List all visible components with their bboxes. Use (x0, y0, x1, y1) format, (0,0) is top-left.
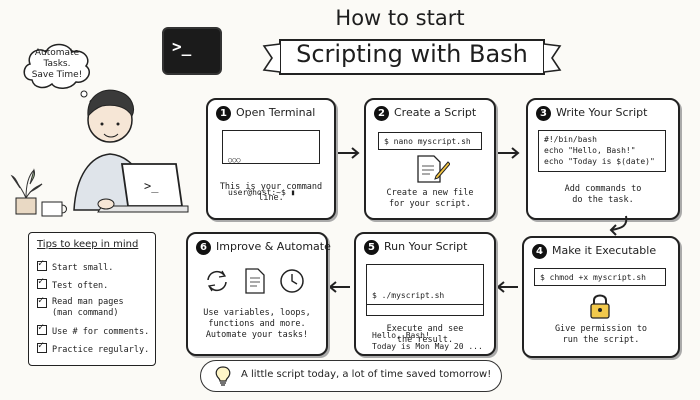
step-1-caption: This is your command line. (219, 182, 323, 203)
step-6-title: Improve & Automate (216, 240, 331, 253)
step-4-caption: Give permission to run the script. (554, 324, 648, 345)
tip-item: Read man pages (man command) (37, 295, 124, 319)
step-2-caption: Create a new file for your script. (386, 188, 474, 209)
checkbox-checked-icon (37, 340, 47, 353)
step-4-number: 4 (532, 244, 547, 259)
step-2-code: $ nano myscript.sh (378, 132, 482, 150)
step-1-heading: 1 Open Terminal (216, 106, 315, 121)
title-banner: Scripting with Bash (262, 34, 562, 78)
tips-title: Tips to keep in mind (37, 239, 139, 250)
clock-icon (280, 269, 304, 293)
step-1-number: 1 (216, 106, 231, 121)
step-4-title: Make it Executable (552, 244, 657, 257)
step-3-code: #!/bin/bash echo "Hello, Bash!" echo "To… (538, 130, 666, 172)
tip-item: Test often. (37, 276, 109, 292)
step-5-output: Hello, Bash! Today is Mon May 20 ... (372, 331, 483, 351)
tip-text: Read man pages (man command) (52, 297, 124, 318)
title-line-2: Scripting with Bash (296, 40, 528, 68)
step-card-2: 2 Create a Script $ nano myscript.sh Crea… (364, 98, 496, 220)
step-1-code: user@host:~$ ▮ (228, 188, 296, 197)
thought-bubble-text: Automate Tasks. Save Time! (31, 48, 83, 80)
arrow-left-icon (328, 281, 350, 293)
title-line-1: How to start (335, 6, 465, 30)
step-5-terminal-window: $ ./myscript.sh Hello, Bash! Today is Mo… (366, 264, 484, 351)
step-2-title: Create a Script (394, 106, 477, 119)
terminal-prompt-text: >_ (172, 37, 192, 56)
step-5-heading: 5 Run Your Script (364, 240, 467, 255)
tip-text: Use # for comments. (52, 327, 150, 337)
step-card-6: 6 Improve & Automate Use variables, loops… (186, 232, 331, 356)
step-5-number: 5 (364, 240, 379, 255)
window-dots-icon: ○○○ (228, 156, 241, 164)
step-5-caption: Execute and see the result. (386, 324, 464, 345)
tip-item: Practice regularly. (37, 340, 150, 356)
arrow-down-left-icon (609, 215, 628, 236)
document-icon (245, 268, 265, 294)
thought-bubble: Automate Tasks. Save Time! (20, 40, 94, 92)
step-3-number: 3 (536, 106, 551, 121)
arrow-right-icon (338, 147, 360, 159)
step-6-icons (207, 268, 304, 294)
step-card-4: 4 Make it Executable $ chmod +x myscript.… (522, 236, 680, 358)
step-6-heading: 6 Improve & Automate (196, 240, 331, 255)
step-5-command: $ ./myscript.sh (367, 287, 483, 305)
step-2-number: 2 (374, 106, 389, 121)
terminal-icon: >_ (162, 27, 222, 75)
step-6-number: 6 (196, 240, 211, 255)
step-4-code: $ chmod +x myscript.sh (534, 268, 666, 286)
refresh-icon (207, 270, 227, 292)
checkbox-checked-icon (37, 276, 47, 289)
step-1-title: Open Terminal (236, 106, 316, 119)
padlock-icon (590, 294, 610, 319)
tip-item: Use # for comments. (37, 322, 150, 338)
cloud-icon (23, 43, 90, 89)
footer-text: A little script today, a lot of time sav… (241, 369, 492, 380)
step-card-3: 3 Write Your Script #!/bin/bash echo "Hel… (526, 98, 680, 220)
step-card-5: 5 Run Your Script $ ./myscript.sh Hello, … (354, 232, 496, 356)
arrow-right-icon (498, 147, 520, 159)
footer-banner: A little script today, a lot of time sav… (200, 360, 502, 392)
step-3-caption: Add commands to do the task. (564, 184, 642, 205)
step-1-terminal-window: ○○○ user@host:~$ ▮ (222, 130, 320, 197)
banner-ribbon-shape (262, 39, 562, 75)
lightbulb-icon (215, 366, 231, 386)
tip-item: Start small. (37, 258, 114, 274)
person-at-laptop-illustration: >_ (10, 89, 189, 217)
arrow-left-icon (496, 281, 518, 293)
step-2-heading: 2 Create a Script (374, 106, 476, 121)
tip-text: Practice regularly. (52, 345, 150, 355)
step-4-heading: 4 Make it Executable (532, 244, 656, 259)
tips-box: Tips to keep in mind Start small. Test o… (28, 232, 156, 366)
step-6-caption: Use variables, loops, functions and more… (203, 308, 311, 340)
step-5-title: Run Your Script (384, 240, 468, 253)
tip-text: Start small. (52, 263, 114, 273)
checkbox-checked-icon (37, 322, 47, 335)
checkbox-checked-icon (37, 295, 47, 308)
step-3-title: Write Your Script (556, 106, 648, 119)
laptop-screen-text: >_ (144, 179, 159, 193)
file-edit-icon (417, 155, 450, 183)
checkbox-checked-icon (37, 258, 47, 271)
tip-text: Test often. (52, 281, 109, 291)
step-3-heading: 3 Write Your Script (536, 106, 647, 121)
step-card-1: 1 Open Terminal ○○○ user@host:~$ ▮ This i… (206, 98, 336, 220)
